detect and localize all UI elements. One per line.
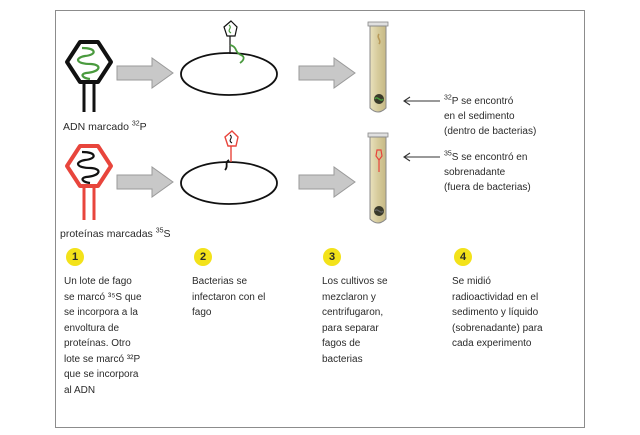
step-2-text: Bacterias se infectaron con el fago (192, 276, 266, 318)
step-4-badge: 4 (454, 248, 472, 266)
bacterium-infected-protein (180, 130, 278, 205)
centrifuge-tube-2 (367, 132, 389, 224)
label-protein-element: S (163, 228, 171, 240)
step-3-badge: 3 (323, 248, 341, 266)
result-arrow-2 (403, 152, 440, 162)
arrow-2b (298, 166, 356, 198)
step-1-badge: 1 (66, 248, 84, 266)
arrow-1b (298, 57, 356, 89)
arrow-1a (116, 57, 174, 89)
label-protein-labeled: proteínas marcadas 35S (60, 228, 171, 241)
step-3-text: Los cultivos se mezclaron y centrifugaro… (322, 276, 388, 365)
step-4-text: Se midió radioactividad en el sedimento … (452, 276, 543, 349)
result-2-text: S se encontró en sobrenadante (fuera de … (444, 152, 531, 193)
label-dna-isotope: 32 (131, 120, 140, 128)
label-protein-isotope: 35 (155, 227, 164, 235)
arrow-2a (116, 166, 174, 198)
label-protein-text: proteínas marcadas (60, 228, 153, 240)
result-1-isotope: 32 (444, 94, 452, 102)
phage-protein-labeled (65, 144, 113, 220)
step-2-badge: 2 (194, 248, 212, 266)
label-dna-labeled: ADN marcado 32P (63, 121, 147, 134)
label-dna-element: P (139, 121, 147, 133)
result-note-1: 32P se encontró en el sedimento (dentro … (444, 94, 536, 139)
phage-dna-labeled (65, 40, 113, 112)
bacterium-infected-dna (180, 20, 278, 96)
result-2-isotope: 35 (444, 150, 452, 158)
label-dna-text: ADN marcado (63, 121, 129, 133)
step-1-text: Un lote de fago se marcó ³⁵S que se inco… (64, 276, 142, 396)
centrifuge-tube-1 (367, 21, 389, 113)
result-1-text: P se encontró en el sedimento (dentro de… (444, 96, 537, 137)
result-note-2: 35S se encontró en sobrenadante (fuera d… (444, 150, 531, 195)
result-arrow-1 (403, 96, 440, 106)
